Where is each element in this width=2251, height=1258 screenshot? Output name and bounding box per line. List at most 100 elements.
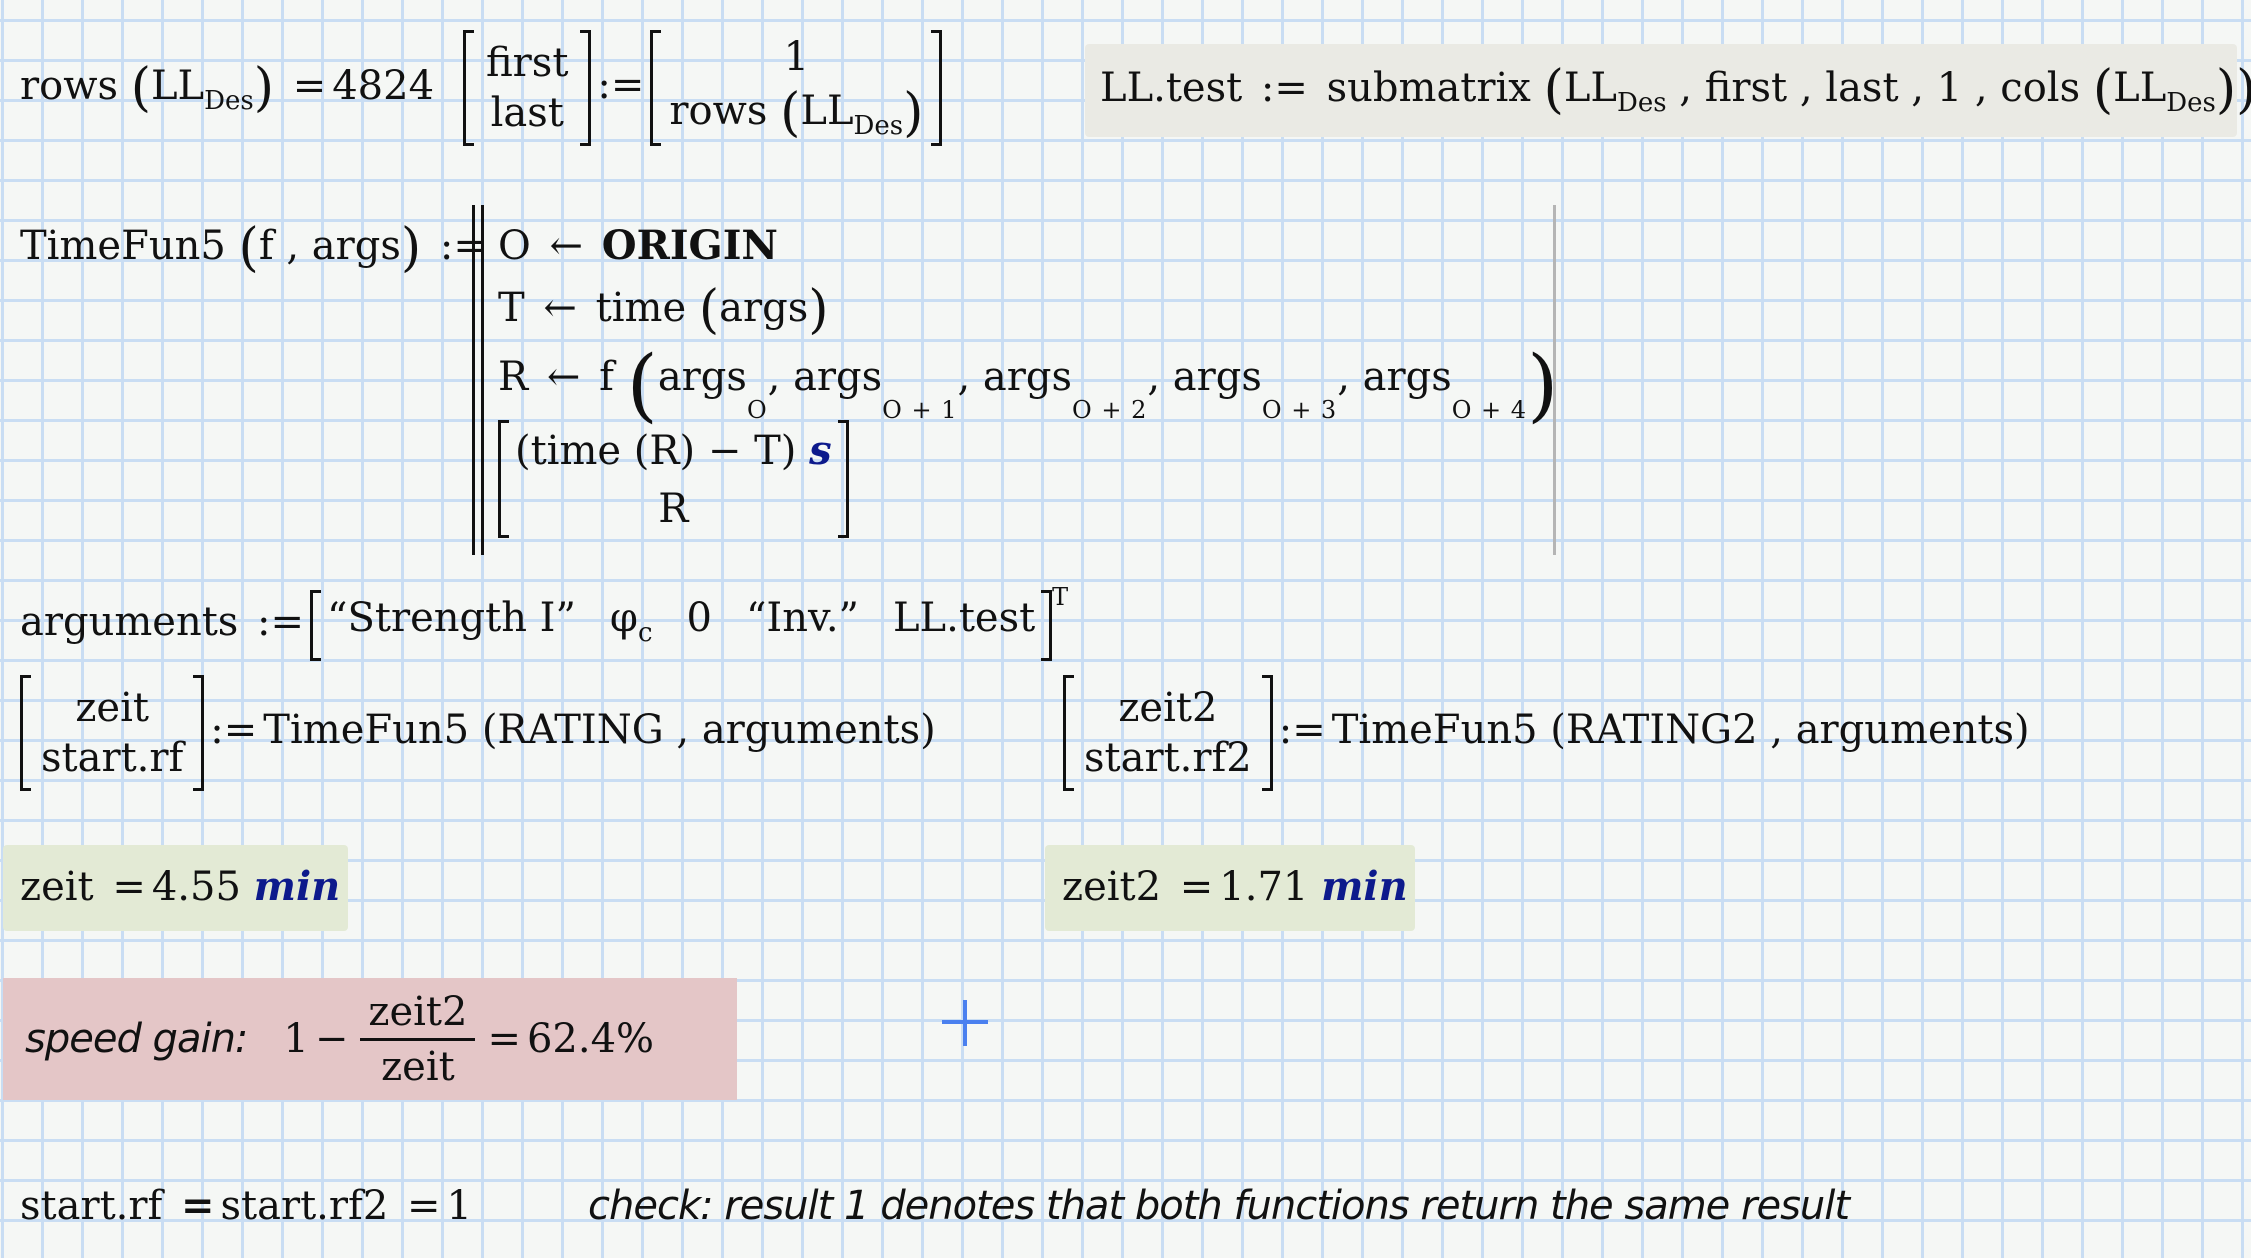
- timefun5-call-rating2: TimeFun5 (RATING2 , arguments): [1331, 707, 2030, 753]
- assign-operator: :=: [257, 599, 305, 645]
- start-rf2-variable: start.rf2: [220, 1183, 389, 1229]
- fraction-denominator: zeit: [381, 1043, 455, 1090]
- matrix-first: first: [486, 40, 569, 86]
- cols-function: cols: [2000, 65, 2081, 111]
- args-variable: args: [657, 354, 747, 400]
- timefun5-name: TimeFun5: [20, 223, 226, 269]
- speed-gain-region[interactable]: speed gain: 1 − zeit2 zeit = 62.4%: [3, 978, 737, 1100]
- paren-close: )): [2215, 60, 2251, 120]
- matrix-value-rows: rows (LLDes): [669, 87, 923, 139]
- ll-test-variable: LL.test: [1100, 65, 1243, 111]
- zeit2-variable: zeit2: [1062, 864, 1162, 910]
- paren-open: (: [1543, 60, 1564, 120]
- rows-evaluation-region[interactable]: rows (LLDes) =4824: [20, 62, 434, 114]
- args-variable: args: [719, 285, 809, 331]
- zeit-variable: zeit: [20, 864, 94, 910]
- var-r: R: [498, 354, 529, 400]
- program-line-time[interactable]: T ← time (args): [498, 280, 829, 340]
- crosshair-vertical: [963, 1000, 967, 1046]
- paren-open: (: [626, 338, 658, 431]
- check-comment-text[interactable]: check: result 1 denotes that both functi…: [588, 1183, 1850, 1229]
- timefun5-call-rating: TimeFun5 (RATING , arguments): [263, 707, 936, 753]
- speed-gain-value: 62.4%: [526, 1016, 655, 1062]
- args-subscript: O + 1: [882, 396, 958, 424]
- paren-open: (: [780, 83, 801, 143]
- timefun5-call-rating2-region[interactable]: zeit2 start.rf2 :=TimeFun5 (RATING2 , ar…: [1063, 675, 2030, 791]
- var-o: O: [498, 223, 531, 269]
- ll-subscript: Des: [204, 86, 254, 116]
- zeit2-startrf2-matrix: zeit2 start.rf2: [1063, 675, 1273, 791]
- first-last-matrix: first last: [463, 30, 592, 146]
- args-subscript: O: [746, 396, 768, 424]
- program-line-call[interactable]: R ← f (argsO, argsO + 1, argsO + 2, args…: [498, 338, 1559, 431]
- fraction-numerator: zeit2: [360, 992, 476, 1041]
- paren-open: (: [130, 58, 151, 118]
- assign-operator: :=: [210, 707, 258, 753]
- program-bar: [472, 205, 484, 555]
- first-last-definition-region[interactable]: first last := 1 rows (LLDes): [463, 30, 943, 146]
- timefun5-params: f , args: [258, 223, 401, 269]
- arg-first: first: [1704, 65, 1788, 111]
- paren-open: (: [2092, 60, 2114, 120]
- submatrix-function: submatrix: [1326, 65, 1531, 111]
- zeit2-result-region[interactable]: zeit2 =1.71 min: [1045, 845, 1415, 931]
- zeit-result-region[interactable]: zeit =4.55 min: [3, 845, 348, 931]
- return-elapsed-time: (time (R) − T) s: [515, 427, 832, 474]
- local-assign-arrow: ←: [543, 285, 577, 331]
- rows-function: rows: [20, 63, 118, 109]
- paren-open: (: [698, 280, 720, 340]
- timefun5-call-rating-region[interactable]: zeit start.rf :=TimeFun5 (RATING , argum…: [20, 675, 936, 791]
- ll-variable: LL: [1563, 65, 1617, 111]
- equals-sign: =: [406, 1183, 441, 1229]
- minutes-unit: min: [253, 863, 341, 910]
- matrix-last: last: [490, 90, 564, 136]
- arg-inv: “Inv.”: [745, 594, 859, 641]
- minus-sign: −: [314, 1016, 349, 1062]
- phi-subscript: c: [637, 617, 653, 648]
- equals-sign: =: [112, 864, 146, 910]
- equals-sign: =: [1179, 864, 1214, 910]
- timefun5-definition-region[interactable]: TimeFun5 (f , args) :=: [20, 222, 493, 274]
- assign-operator: :=: [597, 62, 645, 108]
- zeit-value: 4.55: [151, 864, 241, 910]
- paren-close: ): [400, 218, 422, 278]
- region-boundary-line: [1553, 205, 1556, 555]
- program-line-origin[interactable]: O ← ORIGIN: [498, 222, 778, 269]
- args-variable: args: [793, 354, 883, 400]
- start-rf2-variable: start.rf2: [1084, 735, 1252, 781]
- assign-operator: :=: [439, 223, 487, 269]
- arg-last: last: [1825, 65, 1899, 111]
- paren-close: ): [253, 58, 274, 118]
- ll-subscript: Des: [853, 111, 904, 141]
- ll-subscript: Des: [1616, 88, 1667, 118]
- submatrix-definition-region[interactable]: LL.test := submatrix (LLDes , first , la…: [1085, 44, 2251, 137]
- f-function: f: [599, 354, 614, 400]
- paren-close: ): [808, 280, 829, 340]
- var-t: T: [498, 285, 525, 331]
- ll-variable: LL: [800, 88, 854, 134]
- insertion-crosshair-cursor[interactable]: [942, 1000, 988, 1046]
- program-line-return[interactable]: (time (R) − T) s R: [498, 420, 849, 538]
- comparison-result: 1: [446, 1183, 472, 1229]
- paren-open: (: [238, 218, 259, 278]
- local-assign-arrow: ←: [546, 354, 581, 400]
- start-rf-comparison-region[interactable]: start.rf =start.rf2 =1: [20, 1183, 472, 1229]
- args-subscript: O + 4: [1451, 396, 1528, 424]
- transpose-operator: T: [1052, 583, 1069, 611]
- minutes-unit: min: [1321, 863, 1408, 910]
- arg-zero: 0: [686, 594, 712, 641]
- ll-subscript: Des: [2166, 88, 2216, 118]
- zeit-variable: zeit: [75, 685, 149, 731]
- rows-result: 4824: [332, 63, 435, 109]
- arg-ll-test: LL.test: [892, 594, 1036, 641]
- args-variable: args: [1362, 354, 1452, 400]
- local-assign-arrow: ←: [549, 223, 584, 269]
- seconds-unit: s: [809, 426, 832, 474]
- equals-sign: =: [487, 1016, 521, 1062]
- zeit-ratio-fraction: zeit2 zeit: [360, 992, 476, 1090]
- first-last-values-matrix: 1 rows (LLDes): [650, 30, 943, 146]
- arg-phi: φc: [610, 595, 653, 648]
- origin-constant: ORIGIN: [601, 222, 778, 269]
- arg-one: 1: [1936, 65, 1963, 111]
